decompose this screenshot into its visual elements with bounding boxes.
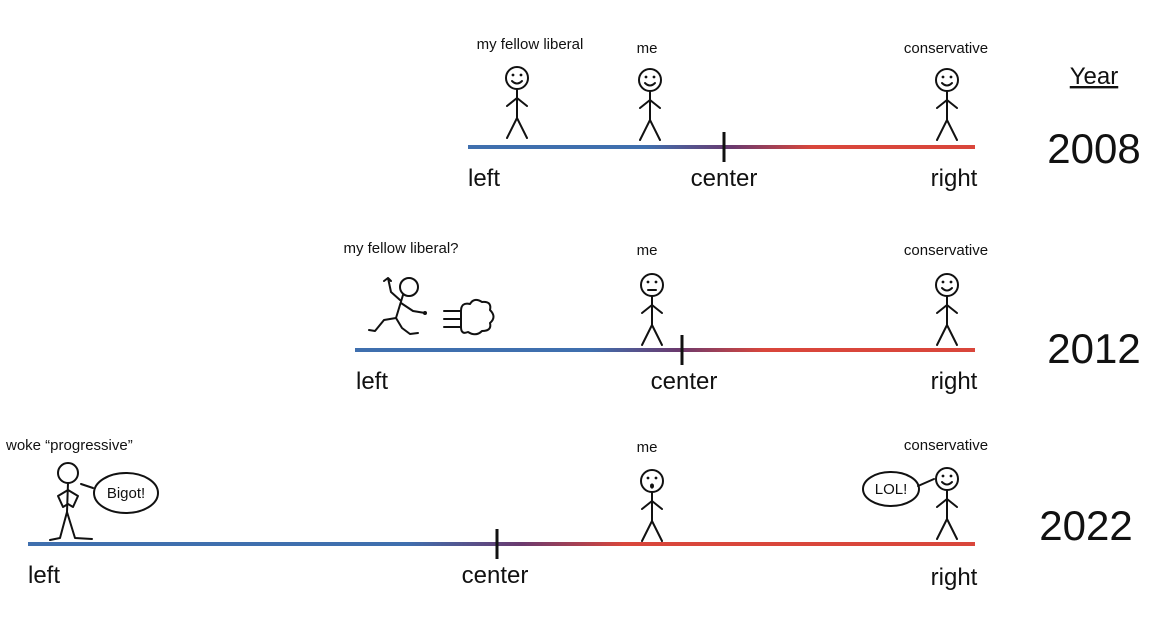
figure-label-conservative: conservative xyxy=(904,40,988,57)
axis-label-right: right xyxy=(931,368,978,395)
figure-label-me: me xyxy=(637,40,658,57)
axis-label-right: right xyxy=(931,165,978,192)
speech-bubble-lol: LOL! xyxy=(862,471,935,507)
row-2008: left center right 2008 my fellow liberal… xyxy=(468,36,1141,192)
speech-bubble-text: Bigot! xyxy=(107,485,145,502)
axis-label-right: right xyxy=(931,564,978,591)
stick-figure-conservative xyxy=(935,273,959,346)
speech-bubble-text: LOL! xyxy=(875,481,908,498)
stick-figure-liberal xyxy=(505,66,529,139)
dust-cloud-icon xyxy=(443,298,495,336)
row-2022: left center right 2022 woke “progressive… xyxy=(5,437,1133,591)
figure-label-liberal: my fellow liberal xyxy=(477,36,584,53)
year-label: 2008 xyxy=(1047,125,1140,172)
stick-figure-conservative xyxy=(935,68,959,141)
figure-label-me: me xyxy=(637,242,658,259)
figure-label-me: me xyxy=(637,439,658,456)
figure-label-conservative: conservative xyxy=(904,437,988,454)
running-stick-figure-liberal xyxy=(368,277,427,335)
stick-figure-me xyxy=(640,273,664,346)
axis-label-center: center xyxy=(651,368,718,395)
year-label: 2022 xyxy=(1039,502,1132,549)
speech-bubble-bigot: Bigot! xyxy=(93,472,159,514)
stick-figure-conservative xyxy=(935,467,959,540)
axis-label-left: left xyxy=(468,165,500,192)
figure-label-conservative: conservative xyxy=(904,242,988,259)
shocked-stick-figure-me xyxy=(640,469,664,542)
stick-figure-me xyxy=(638,68,662,141)
figure-label-liberal: woke “progressive” xyxy=(5,437,133,454)
axis-label-center: center xyxy=(691,165,758,192)
axis-label-left: left xyxy=(356,368,388,395)
figure-label-liberal: my fellow liberal? xyxy=(343,240,458,257)
axis-label-left: left xyxy=(28,562,60,589)
angry-stick-figure-liberal xyxy=(49,462,94,541)
year-label: 2012 xyxy=(1047,325,1140,372)
axis-label-center: center xyxy=(462,562,529,589)
row-2012: left center right 2012 my fellow liberal… xyxy=(343,240,1140,395)
year-header: Year xyxy=(1070,63,1119,90)
